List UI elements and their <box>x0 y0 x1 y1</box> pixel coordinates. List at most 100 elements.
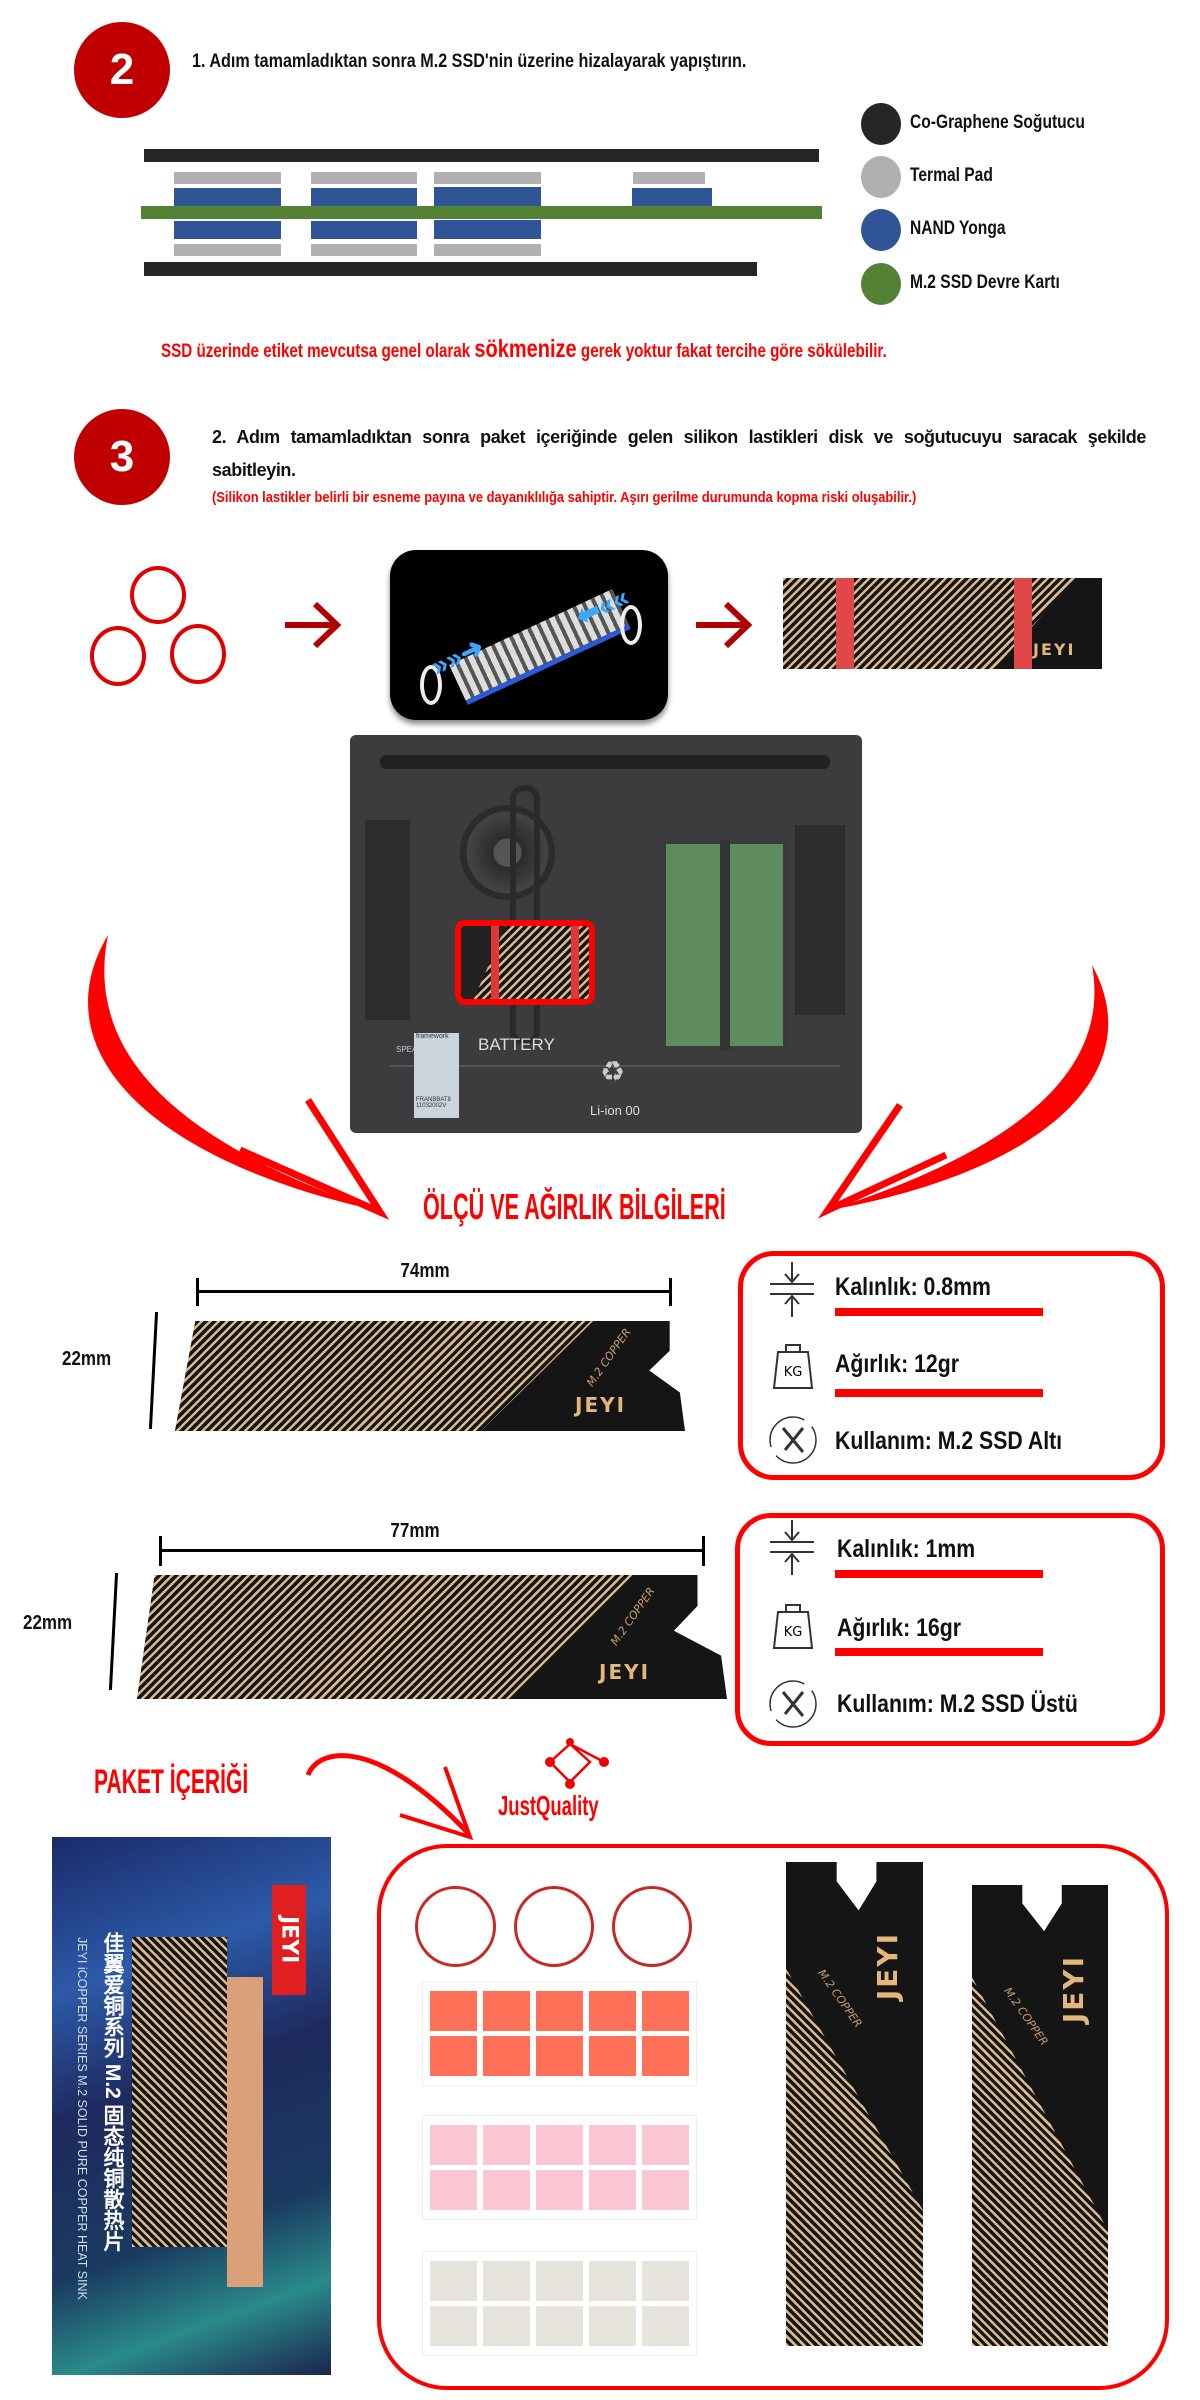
legend-swatch <box>861 103 901 145</box>
width-label: 22mm <box>23 1612 73 1634</box>
length-dimension-line <box>159 1549 704 1552</box>
nand-chip <box>174 188 281 206</box>
thermal-pads-orange <box>422 1981 697 2086</box>
nand-chip <box>311 188 417 206</box>
nand-chip <box>311 221 417 239</box>
label-note: SSD üzerinde etiket mevcutsa genel olara… <box>161 335 887 364</box>
justquality-logo: JustQuality <box>498 1790 599 1821</box>
width-label: 22mm <box>62 1348 112 1370</box>
framework-label: framework <box>416 1033 449 1040</box>
thermal-pad <box>174 172 281 184</box>
note-text: SSD üzerinde etiket mevcutsa genel olara… <box>161 341 475 362</box>
installation-illustration: »»➜ ⬅«« <box>390 550 668 720</box>
legend-label: NAND Yonga <box>910 218 1006 239</box>
thermal-pad-piece <box>642 2170 689 2210</box>
thermal-pad-piece <box>430 2261 477 2301</box>
nand-chip <box>174 221 281 239</box>
underline <box>835 1648 1043 1656</box>
battery-label: BATTERY <box>478 1035 555 1054</box>
underline <box>835 1570 1043 1578</box>
spec-box-1 <box>738 1251 1165 1480</box>
thermal-pad-piece <box>536 1991 583 2031</box>
laptop-interior-photo: SPEAKER framework FRANBBAT8 11032002V BA… <box>350 735 862 1133</box>
box-chinese-text: 佳翼爱铜系列 M.2 固态纯铜散热片 <box>101 1932 124 2252</box>
heatsink-bottom-bar <box>144 262 757 276</box>
thermal-pad-piece <box>483 2036 530 2076</box>
product-box-image: JEYI 佳翼爱铜系列 M.2 固态纯铜散热片 JEYI iCOPPER SER… <box>52 1837 331 2375</box>
usage-text: Kullanım: M.2 SSD Üstü <box>837 1690 1078 1718</box>
nand-chip <box>434 220 541 239</box>
thermal-pad-piece <box>589 2125 636 2165</box>
box-brand: JEYI <box>272 1885 306 1995</box>
note-emphasis: sökmenize <box>474 335 577 363</box>
battery-type-label: Li-ion 00 <box>590 1103 640 1118</box>
thermal-pad-piece <box>642 1991 689 2031</box>
thermal-pad-piece <box>536 2170 583 2210</box>
step-3-warning: (Silikon lastikler belirli bir esneme pa… <box>212 489 917 506</box>
thermal-pad <box>633 172 705 184</box>
thermal-pad-piece <box>430 2170 477 2210</box>
legend-swatch <box>861 263 901 305</box>
thermal-pad-piece <box>536 2125 583 2165</box>
package-contents-box <box>377 1844 1169 2390</box>
heatsink-74mm-image: JEYI M.2 COPPER <box>175 1321 685 1431</box>
step-3-badge: 3 <box>74 409 170 505</box>
curved-arrow-icon <box>305 1753 474 1841</box>
thermal-pad-piece <box>642 2306 689 2346</box>
legend-label: Termal Pad <box>910 165 993 186</box>
thickness-icon <box>770 1520 814 1575</box>
thermal-pad-piece <box>483 2125 530 2165</box>
spec-box-2 <box>735 1513 1165 1746</box>
thermal-pad-piece <box>483 2306 530 2346</box>
ssd-highlight <box>455 920 595 1005</box>
heatsink-77mm-image: JEYI M.2 COPPER <box>137 1575 727 1699</box>
thermal-pad <box>174 244 281 256</box>
thermal-pads-pink <box>422 2115 697 2220</box>
weight-text: Ağırlık: 12gr <box>835 1350 959 1378</box>
arrow-right-icon <box>285 601 341 649</box>
length-label: 74mm <box>400 1260 450 1282</box>
thermal-pad-piece <box>483 1991 530 2031</box>
justquality-logo-icon <box>545 1738 609 1789</box>
package-title: PAKET İÇERİĞİ <box>94 1763 249 1801</box>
thermal-pad-piece <box>483 2261 530 2301</box>
thermal-pad-piece <box>589 2261 636 2301</box>
weight-icon: KG <box>772 1604 814 1649</box>
thermal-pad-piece <box>589 2170 636 2210</box>
length-dimension-line <box>196 1290 671 1293</box>
thermal-pad <box>311 244 417 256</box>
svg-text:KG: KG <box>784 1365 803 1380</box>
thermal-pad-piece <box>536 2036 583 2076</box>
nand-chip <box>632 188 712 206</box>
step-2-instruction: 1. Adım tamamladıktan sonra M.2 SSD'nin … <box>192 51 747 72</box>
thermal-pad-piece <box>430 2306 477 2346</box>
arrow-right-icon <box>696 601 752 649</box>
thickness-text: Kalınlık: 1mm <box>837 1535 976 1563</box>
heatsink-vertical-1: JEYI M.2 COPPER <box>786 1862 923 2346</box>
silicone-ring <box>612 1886 692 1967</box>
thickness-icon <box>770 1262 814 1317</box>
thermal-pad-piece <box>430 2036 477 2076</box>
nand-chip <box>434 187 541 206</box>
silicone-ring <box>514 1886 594 1967</box>
width-dimension-line <box>148 1312 159 1429</box>
tools-icon <box>769 1680 817 1728</box>
thermal-pad-piece <box>430 2125 477 2165</box>
svg-text:KG: KG <box>784 1625 803 1640</box>
tools-icon <box>769 1416 817 1464</box>
ssd-with-rings-image: JEYI <box>783 578 1102 669</box>
note-text: gerek yoktur fakat tercihe göre sökülebi… <box>576 341 887 362</box>
thermal-pad-piece <box>430 1991 477 2031</box>
legend-label: M.2 SSD Devre Kartı <box>910 272 1060 293</box>
underline <box>835 1389 1043 1397</box>
thermal-pad-piece <box>536 2261 583 2301</box>
thermal-pad <box>434 172 541 184</box>
thermal-pad-piece <box>642 2261 689 2301</box>
underline <box>835 1308 1043 1316</box>
legend-swatch <box>861 209 901 251</box>
usage-text: Kullanım: M.2 SSD Altı <box>835 1427 1063 1455</box>
weight-icon: KG <box>772 1344 814 1389</box>
step-3-instruction: 2. Adım tamamladıktan sonra paket içeriğ… <box>212 427 1146 480</box>
thermal-pad <box>311 172 417 184</box>
curved-arrows-icon <box>88 935 1109 1220</box>
